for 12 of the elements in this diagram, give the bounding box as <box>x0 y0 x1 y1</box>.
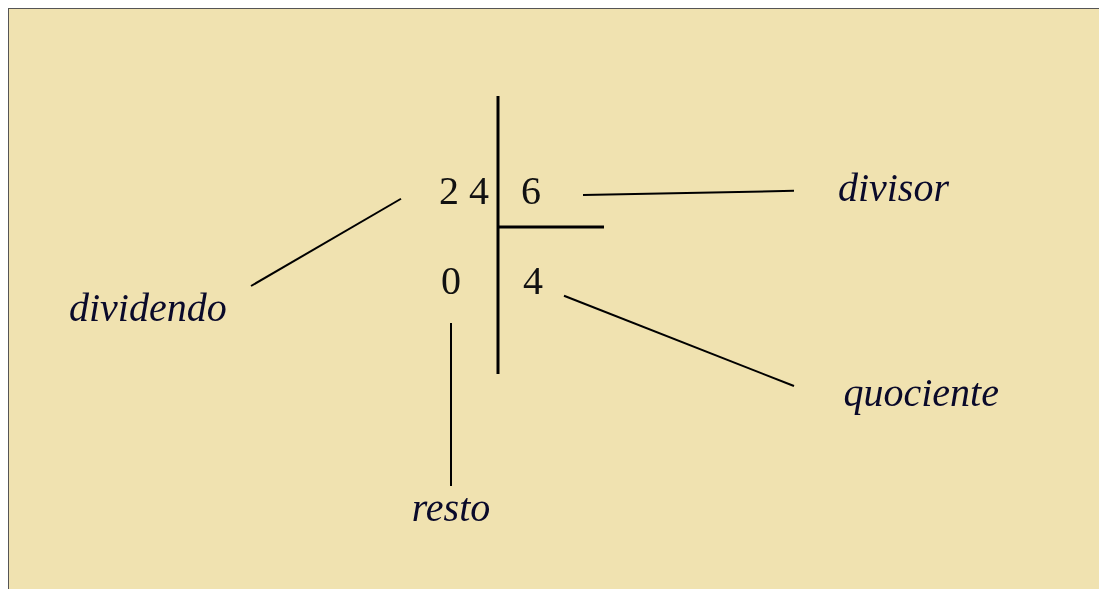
term-label: resto <box>411 486 491 530</box>
leader-line <box>250 197 402 287</box>
leader-line <box>450 322 452 487</box>
term-label: dividendo <box>69 286 227 330</box>
digit: 2 4 <box>439 169 489 213</box>
digit: 4 <box>523 259 543 303</box>
leader-line <box>563 294 795 387</box>
leader-line <box>582 189 795 196</box>
term-label: quociente <box>843 371 999 415</box>
digit: 6 <box>521 169 541 213</box>
term-label: divisor <box>837 166 949 210</box>
digit: 0 <box>441 259 461 303</box>
